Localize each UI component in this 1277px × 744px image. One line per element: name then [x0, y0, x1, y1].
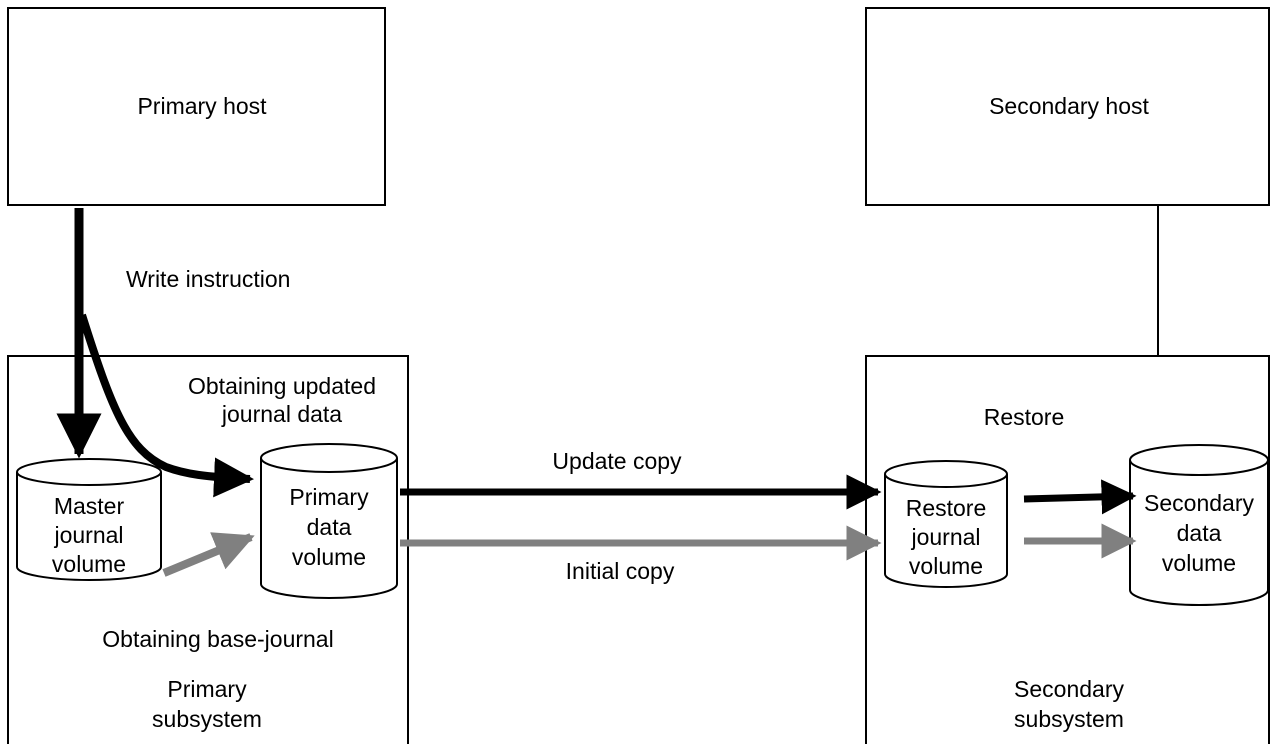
obtaining-base-label: Obtaining base-journal [102, 626, 333, 652]
restore-journal-volume-cylinder: Restore journal volume [884, 460, 1008, 588]
restore-journal-volume-line3: volume [909, 553, 983, 579]
primary-host-label: Primary host [137, 93, 267, 119]
primary-data-volume-cylinder: Primary data volume [260, 443, 398, 599]
secondary-data-volume-line2: data [1177, 520, 1222, 546]
master-journal-volume-cylinder: Master journal volume [16, 458, 162, 581]
secondary-host-label: Secondary host [989, 93, 1149, 119]
obtaining-updated-label-line2: journal data [221, 401, 342, 427]
secondary-data-volume-line3: volume [1162, 550, 1236, 576]
restore-update-arrow [1023, 479, 1137, 515]
write-instruction-label: Write instruction [126, 266, 290, 292]
secondary-host-box: Secondary host [865, 7, 1270, 206]
secondary-data-volume-line1: Secondary [1144, 490, 1254, 516]
primary-subsystem-label-line2: subsystem [152, 706, 262, 732]
obtaining-updated-label-line1: Obtaining updated [188, 373, 376, 399]
primary-host-box: Primary host [7, 7, 386, 206]
master-journal-volume-line3: volume [52, 551, 126, 577]
primary-subsystem-label-line1: Primary [167, 676, 247, 702]
update-copy-label: Update copy [552, 448, 682, 474]
secondary-subsystem-label-line1: Secondary [1014, 676, 1124, 702]
master-journal-volume-line1: Master [54, 493, 125, 519]
primary-data-volume-line1: Primary [289, 484, 369, 510]
obtaining-updated-arrow [78, 313, 254, 498]
restore-journal-volume-line1: Restore [906, 495, 987, 521]
initial-copy-label: Initial copy [566, 558, 675, 584]
restore-journal-volume-line2: journal [910, 524, 980, 550]
secondary-subsystem-label-line2: subsystem [1014, 706, 1124, 732]
secondary-data-volume-cylinder: Secondary data volume [1129, 444, 1269, 606]
restore-label: Restore [984, 404, 1065, 430]
obtaining-base-arrow [162, 532, 255, 577]
primary-data-volume-line3: volume [292, 544, 366, 570]
master-journal-volume-line2: journal [53, 522, 123, 548]
primary-data-volume-line2: data [307, 514, 352, 540]
